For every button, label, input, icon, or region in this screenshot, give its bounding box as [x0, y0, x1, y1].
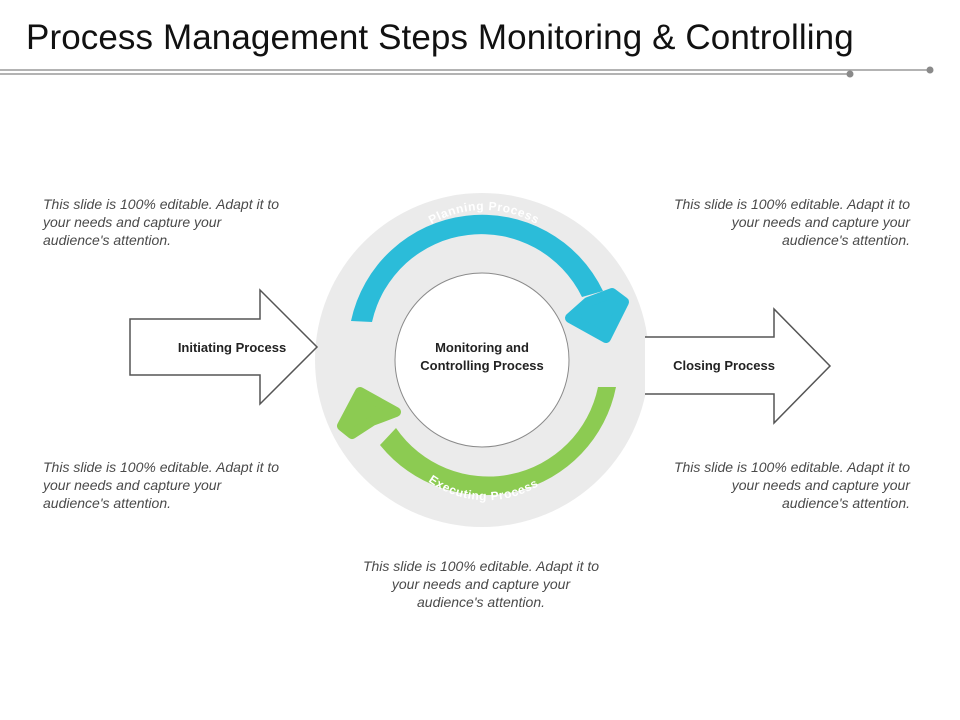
- title-divider: [0, 66, 934, 78]
- initiating-arrow: Initiating Process: [129, 288, 319, 406]
- page-title: Process Management Steps Monitoring & Co…: [26, 18, 854, 57]
- center-label-line1: Monitoring and: [435, 340, 529, 355]
- note-top-left: This slide is 100% editable. Adapt it to…: [43, 196, 280, 248]
- planning-arrow: [351, 214, 629, 343]
- center-circle: [394, 272, 570, 448]
- center-label-line2: Controlling Process: [420, 358, 544, 373]
- closing-arrow: Closing Process: [645, 307, 832, 425]
- executing-arrow: [337, 387, 616, 496]
- note-top-right: This slide is 100% editable. Adapt it to…: [673, 196, 910, 248]
- note-bottom-right: This slide is 100% editable. Adapt it to…: [673, 459, 910, 511]
- initiating-label: Initiating Process: [178, 340, 286, 355]
- closing-label: Closing Process: [673, 358, 775, 373]
- note-bottom-left: This slide is 100% editable. Adapt it to…: [43, 459, 280, 511]
- note-bottom-center: This slide is 100% editable. Adapt it to…: [362, 558, 600, 610]
